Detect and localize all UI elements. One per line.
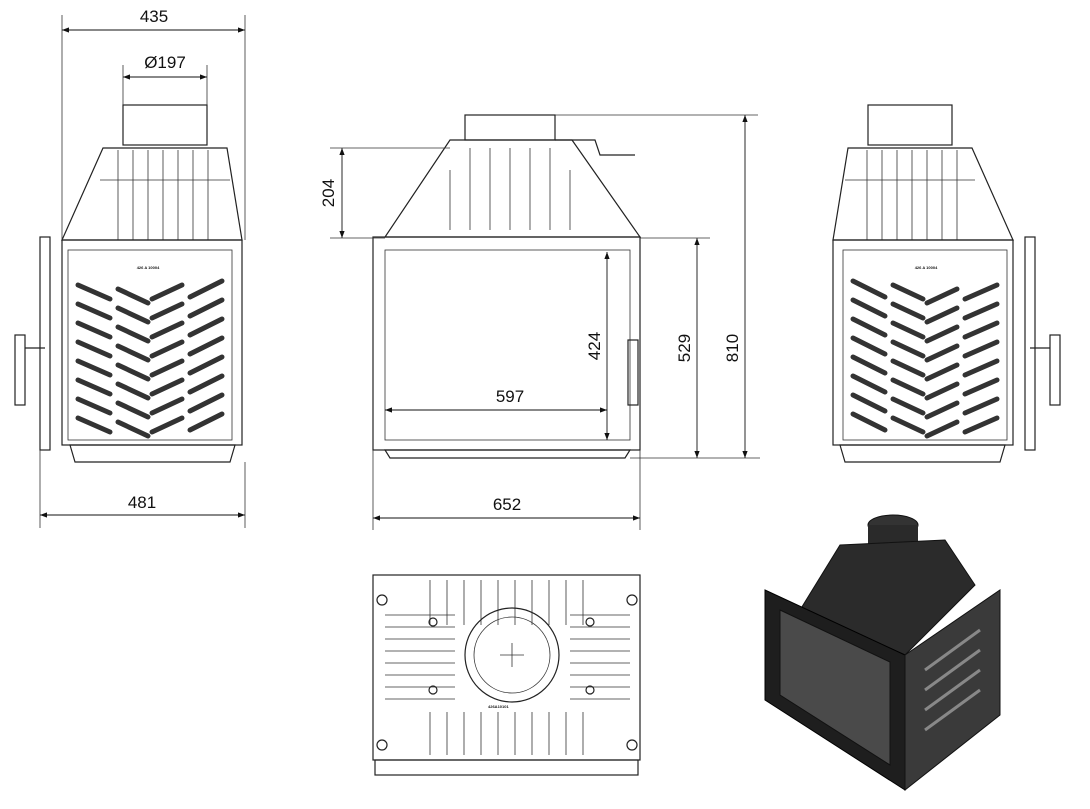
isometric-view [764, 514, 1001, 792]
plate-label: 426 A 10004 [137, 265, 160, 270]
dim-glass-width: 597 [496, 387, 524, 406]
plate-label: 426A10101 [488, 704, 509, 709]
left-side-view: 426 A 10004 435 Ø197 481 [15, 7, 246, 528]
front-view: 204 424 597 529 810 652 [319, 114, 760, 530]
dim-total-height: 810 [723, 334, 742, 362]
dim-flue-diameter: Ø197 [144, 53, 186, 72]
dim-body-height: 529 [675, 334, 694, 362]
dim-width-top: 435 [140, 7, 168, 26]
bottom-view: 426A10101 [372, 574, 641, 776]
dim-glass-height: 424 [585, 332, 604, 360]
dim-width-bottom: 481 [128, 493, 156, 512]
dim-total-width: 652 [493, 495, 521, 514]
plate-label: 426 A 10004 [915, 265, 938, 270]
right-side-view: 426 A 10004 [833, 105, 1060, 462]
dim-hood-height: 204 [319, 179, 338, 207]
